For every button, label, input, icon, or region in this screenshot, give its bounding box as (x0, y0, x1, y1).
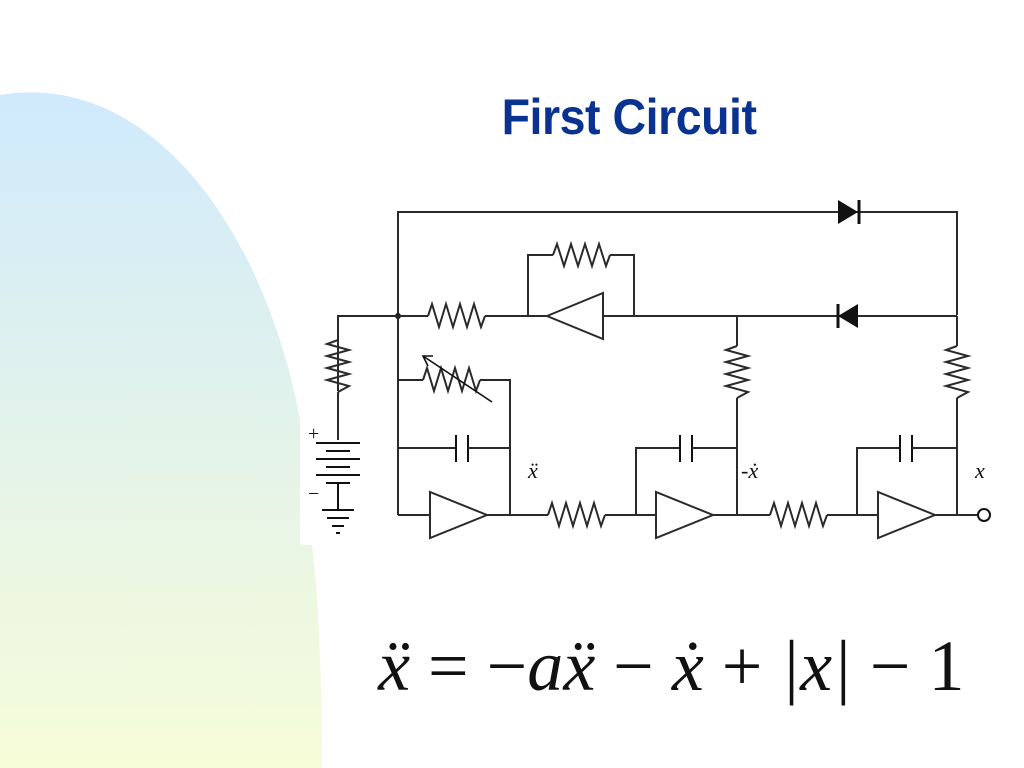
equation-lhs: ẍ (378, 626, 410, 706)
op-amp-1 (429, 490, 490, 540)
capacitor-2 (679, 435, 693, 462)
x-ddot-label: ẍ (527, 458, 538, 483)
variable-resistor-arrow (421, 355, 493, 403)
equation-a: a (527, 626, 564, 706)
equation-abs-x: |x| (780, 626, 852, 706)
equation-minus-1: − (595, 626, 672, 706)
equation: ẍ = −aẍ − ẋ + |x| − 1 (378, 606, 968, 726)
equation-neg: − (486, 626, 528, 706)
battery-minus-label: − (308, 483, 319, 505)
resistor-mid-vertical (722, 345, 752, 399)
inverter-op-amp (544, 291, 604, 341)
equation-plus: + (703, 626, 781, 706)
neg-x-dot-label: -ẋ (741, 458, 758, 483)
slide-title: First Circuit (501, 89, 757, 145)
capacitor-1 (455, 435, 469, 462)
resistor-right-vertical (942, 345, 972, 399)
x-output-label: x (974, 458, 985, 483)
resistor-3 (769, 499, 828, 530)
variable-resistor (422, 364, 481, 395)
op-amp-3 (877, 490, 938, 540)
equation-one: 1 (928, 626, 965, 706)
inverter-feedback-wire (527, 254, 553, 316)
left-resistor (323, 339, 353, 393)
battery-plus-label: + (308, 423, 319, 445)
battery (316, 442, 360, 510)
ground-symbol (322, 509, 354, 534)
equation-x-dot: ẋ (671, 626, 704, 706)
equation-minus-2: − (851, 626, 929, 706)
capacitor-3 (899, 435, 913, 462)
equation-equals: = (409, 626, 487, 706)
top-diode (838, 200, 861, 224)
input-resistor (427, 300, 486, 331)
op-amp-2 (655, 490, 716, 540)
resistor-2 (547, 499, 606, 530)
output-terminal (977, 508, 991, 522)
middle-diode (836, 304, 858, 328)
inverter-feedback-wire-right (610, 254, 635, 316)
equation-x-ddot: ẍ (563, 626, 596, 706)
feedback-resistor (552, 240, 611, 270)
top-wire (397, 211, 958, 315)
